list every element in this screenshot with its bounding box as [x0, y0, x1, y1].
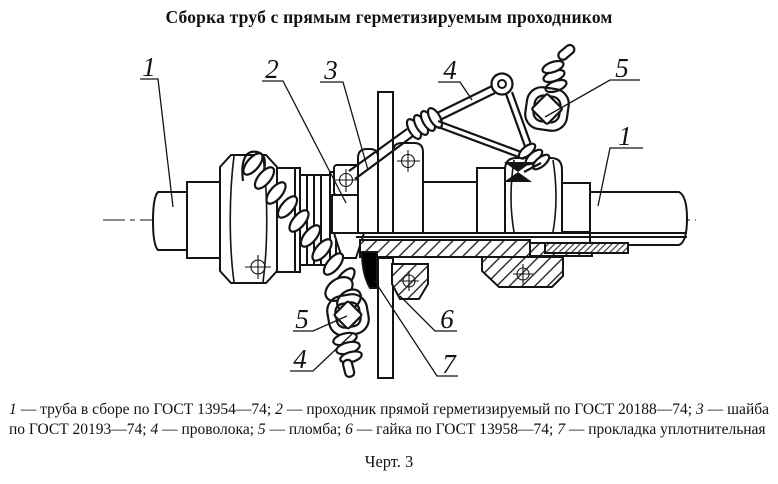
- legend-item-number: 6: [345, 421, 353, 439]
- part-lock-wire-top: [348, 72, 551, 182]
- drill-hole-mark: [335, 169, 358, 192]
- callout-leader-lines: [140, 78, 643, 377]
- legend-caption: 1 — труба в сборе по ГОСТ 13954—74; 2 — …: [9, 401, 770, 439]
- part-seal-bottom: [326, 293, 370, 378]
- leader-5-top: [544, 79, 640, 118]
- callout-7: 7: [442, 349, 457, 379]
- legend-item-number: 3: [695, 401, 704, 418]
- callout-5-top: 5: [615, 53, 629, 83]
- leader-4-bottom: [290, 333, 353, 372]
- leader-1-right: [597, 147, 643, 207]
- part-washer-right: [392, 142, 424, 234]
- legend-item-number: 1: [9, 401, 17, 418]
- leader-1-left: [140, 78, 174, 208]
- leader-3: [320, 81, 369, 171]
- callout-5-bottom: 5: [295, 304, 309, 334]
- drill-hole-mark: [399, 271, 419, 291]
- legend-item-number: 7: [557, 421, 565, 439]
- section-hatched-parts: [359, 239, 629, 379]
- part-threaded-tube-section: [544, 242, 629, 254]
- drill-hole-mark: [397, 150, 420, 172]
- part-pipe-left: [151, 181, 221, 259]
- drill-hole-mark: [513, 264, 533, 284]
- callout-4-bottom: 4: [293, 344, 307, 374]
- part-washer-left: [357, 148, 379, 234]
- leader-4-top: [438, 81, 473, 101]
- drawing-title: Сборка труб с прямым герметизируемым про…: [165, 7, 613, 27]
- part-union-body: [331, 164, 367, 259]
- legend-item-number: 5: [257, 421, 266, 439]
- figure-label: Черт. 3: [364, 452, 414, 471]
- part-pipe-right: [561, 182, 689, 246]
- callout-3: 3: [323, 55, 338, 85]
- part-bulkhead-plate-bottom: [377, 257, 394, 379]
- part-bulkhead-plate-top: [377, 91, 394, 234]
- callout-2: 2: [265, 54, 279, 84]
- legend-item-number: 2: [275, 401, 283, 418]
- part-lock-wire-bottom: [241, 150, 362, 312]
- leader-5-bottom: [293, 315, 348, 332]
- section-boundary-lines: [356, 232, 687, 238]
- leader-7: [373, 279, 458, 377]
- leader-2: [262, 80, 347, 204]
- drill-hole-mark: [245, 255, 271, 279]
- part-seal-top: [524, 43, 576, 132]
- part-right-fitting: [422, 167, 506, 234]
- part-gasket-seal: [360, 251, 378, 289]
- callout-4-top: 4: [443, 55, 457, 85]
- callout-6: 6: [440, 304, 454, 334]
- legend-item-number: 4: [150, 421, 159, 439]
- callout-1-left: 1: [142, 52, 156, 82]
- callout-1-right: 1: [618, 121, 632, 151]
- wire-hole-plug: [504, 162, 532, 182]
- leader-6: [399, 295, 457, 332]
- callout-labels: 1 2 3 4 5 1 5 4 6 7: [142, 52, 632, 379]
